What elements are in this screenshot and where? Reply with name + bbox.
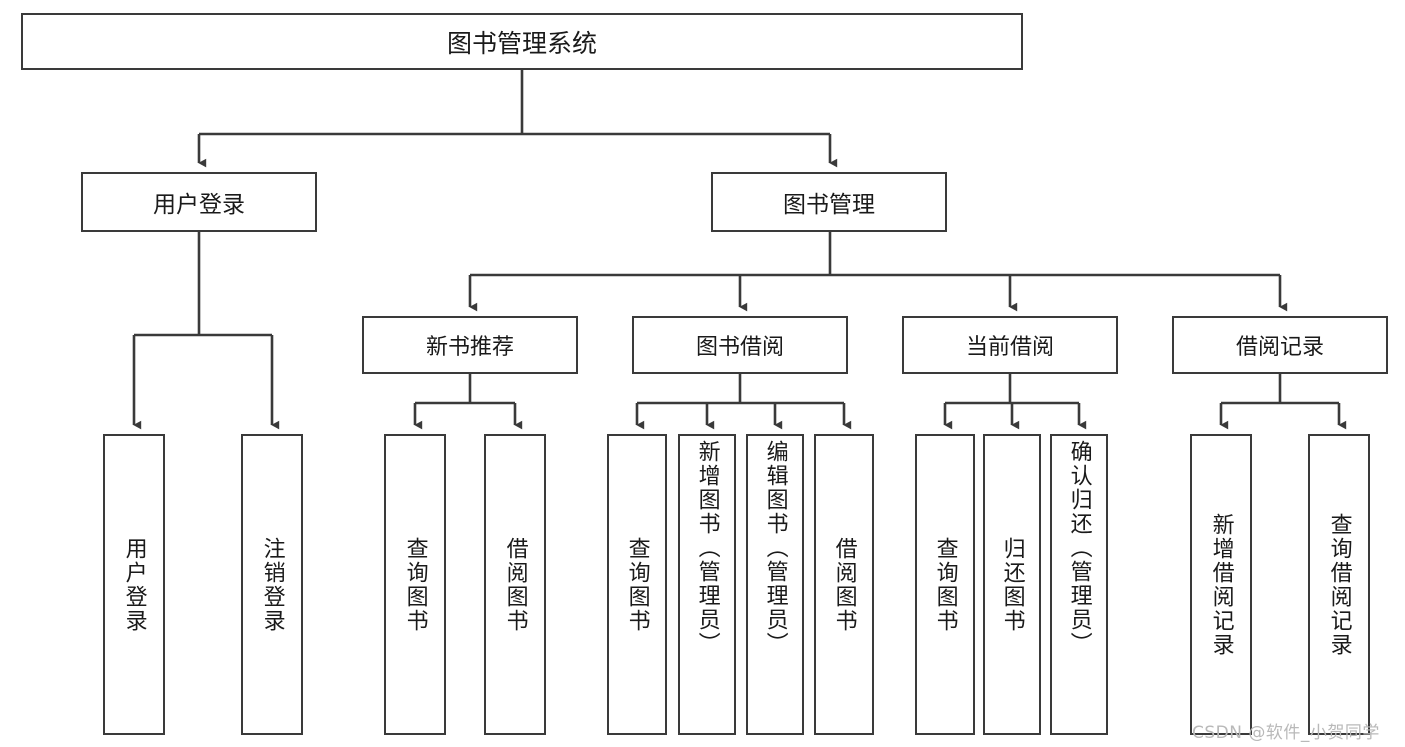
node-root-label: 图书管理系统: [446, 28, 597, 58]
node-leaf-2[interactable]: 查询图书: [384, 434, 446, 735]
node-leaf-10[interactable]: 确认归还（管理员）: [1050, 434, 1108, 735]
node-leaf-12-label: 查询借阅记录: [1326, 512, 1352, 657]
node-level2-2[interactable]: 当前借阅: [902, 316, 1118, 374]
node-leaf-7[interactable]: 借阅图书: [814, 434, 874, 735]
node-leaf-8[interactable]: 查询图书: [915, 434, 975, 735]
node-leaf-11-label: 新增借阅记录: [1208, 512, 1234, 657]
node-leaf-2-label: 查询图书: [402, 536, 428, 633]
node-leaf-11[interactable]: 新增借阅记录: [1190, 434, 1252, 735]
node-leaf-8-label: 查询图书: [932, 536, 958, 633]
node-root[interactable]: 图书管理系统: [21, 13, 1023, 70]
node-leaf-9-label: 归还图书: [999, 536, 1025, 633]
node-leaf-5[interactable]: 新增图书（管理员）: [678, 434, 736, 735]
node-leaf-4-label: 查询图书: [624, 536, 650, 633]
node-leaf-9[interactable]: 归还图书: [983, 434, 1041, 735]
node-leaf-3-label: 借阅图书: [502, 536, 528, 633]
node-leaf-12[interactable]: 查询借阅记录: [1308, 434, 1370, 735]
node-leaf-5-label: 新增图书（管理员）: [694, 440, 720, 656]
node-leaf-6[interactable]: 编辑图书（管理员）: [746, 434, 804, 735]
node-leaf-10-label: 确认归还（管理员）: [1066, 440, 1092, 656]
csdn-watermark: CSDN @软件_小贺同学: [1192, 718, 1380, 743]
node-level2-0[interactable]: 新书推荐: [362, 316, 578, 374]
csdn-watermark-text: CSDN @软件_小贺同学: [1192, 723, 1380, 743]
node-level2-1[interactable]: 图书借阅: [632, 316, 848, 374]
node-level1-1-label: 图书管理: [783, 192, 875, 218]
node-level2-0-label: 新书推荐: [425, 335, 514, 360]
node-leaf-1-label: 注销登录: [259, 536, 285, 633]
node-leaf-0-label: 用户登录: [121, 536, 147, 633]
node-leaf-0[interactable]: 用户登录: [103, 434, 165, 735]
node-leaf-6-label: 编辑图书（管理员）: [762, 440, 788, 656]
node-level2-3-label: 借阅记录: [1235, 335, 1324, 360]
node-level1-0-label: 用户登录: [153, 192, 245, 218]
node-level1-1[interactable]: 图书管理: [711, 172, 947, 232]
node-leaf-7-label: 借阅图书: [831, 536, 857, 633]
node-leaf-3[interactable]: 借阅图书: [484, 434, 546, 735]
node-leaf-1[interactable]: 注销登录: [241, 434, 303, 735]
node-level2-1-label: 图书借阅: [695, 335, 784, 360]
node-leaf-4[interactable]: 查询图书: [607, 434, 667, 735]
node-level1-0[interactable]: 用户登录: [81, 172, 317, 232]
node-level2-2-label: 当前借阅: [965, 335, 1054, 360]
node-level2-3[interactable]: 借阅记录: [1172, 316, 1388, 374]
